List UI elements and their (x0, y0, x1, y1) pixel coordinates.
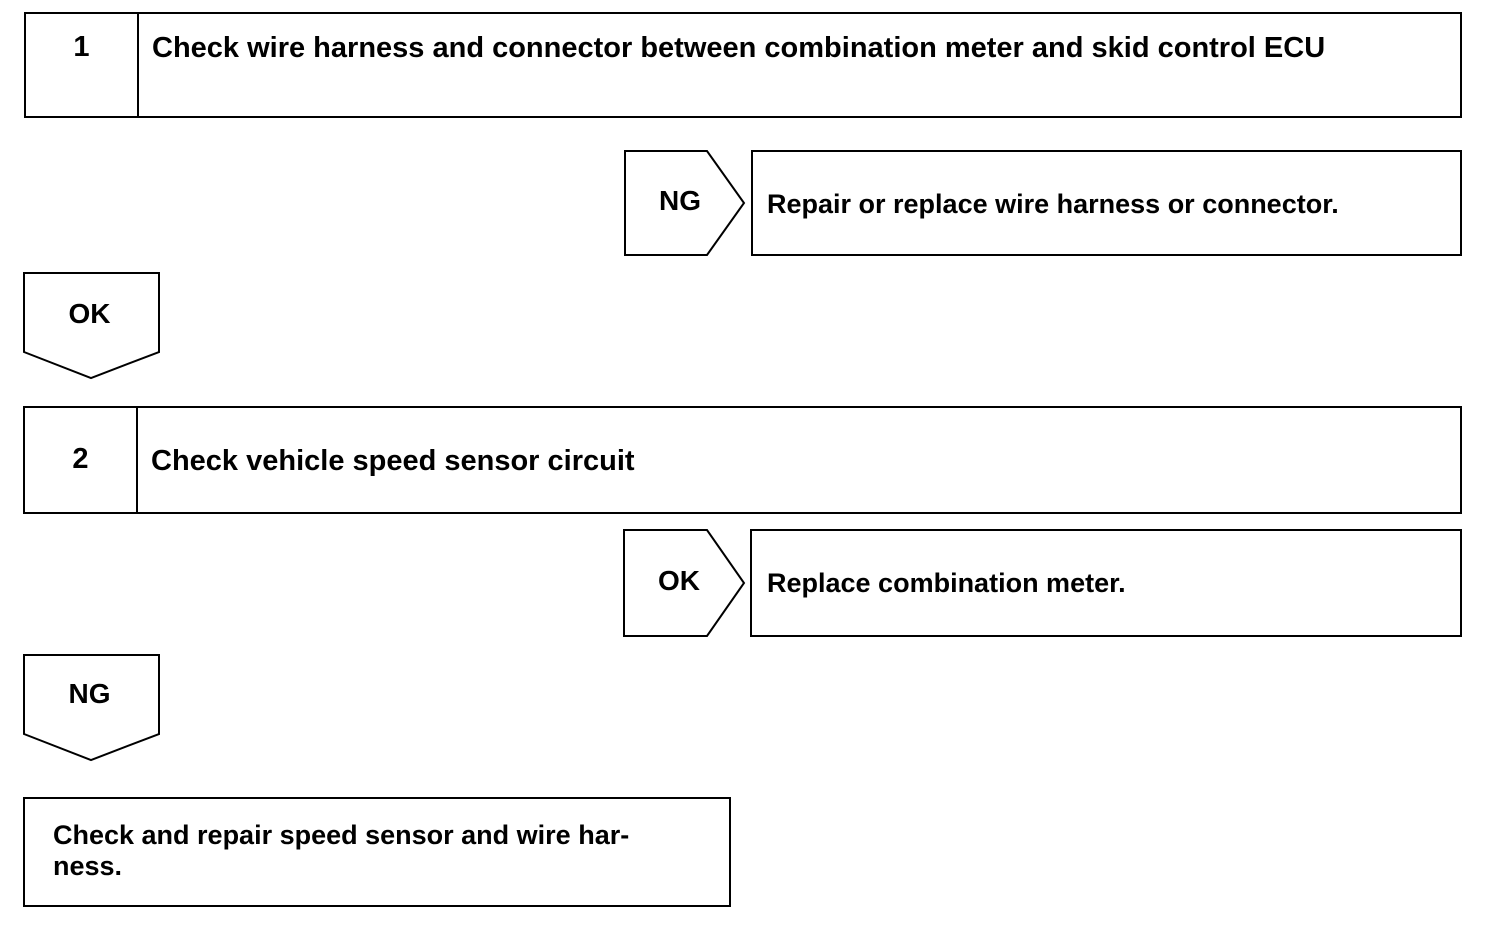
right-arrow-shape (623, 529, 746, 637)
step-2-text: Check vehicle speed sensor circuit (151, 445, 635, 477)
final-action-text: Check and repair speed sensor and wire h… (53, 820, 630, 881)
ok-side-label: OK (658, 565, 700, 596)
ok-down-arrow: OK (23, 272, 161, 380)
ok-down-label: OK (68, 298, 111, 329)
step-1-box: 1 Check wire harness and connector betwe… (24, 12, 1462, 118)
replace-meter-text: Replace combination meter. (767, 568, 1126, 598)
repair-harness-box: Repair or replace wire harness or connec… (751, 150, 1462, 256)
step-2-box: 2 Check vehicle speed sensor circuit (23, 406, 1462, 514)
step-1-number: 1 (26, 14, 139, 116)
ok-side-arrow: OK (623, 529, 746, 637)
replace-meter-box: Replace combination meter. (750, 529, 1462, 637)
right-arrow-shape (624, 150, 746, 256)
ng-side-arrow: NG (624, 150, 746, 256)
step-1-text: Check wire harness and connector between… (152, 32, 1326, 64)
down-arrow-shape (23, 654, 160, 762)
repair-harness-text: Repair or replace wire harness or connec… (767, 189, 1339, 219)
down-arrow-shape (23, 272, 160, 380)
ng-down-arrow: NG (23, 654, 161, 762)
ng-down-label: NG (68, 678, 111, 709)
ng-side-label: NG (659, 185, 701, 216)
step-2-number: 2 (25, 408, 138, 512)
final-action-box: Check and repair speed sensor and wire h… (23, 797, 731, 907)
